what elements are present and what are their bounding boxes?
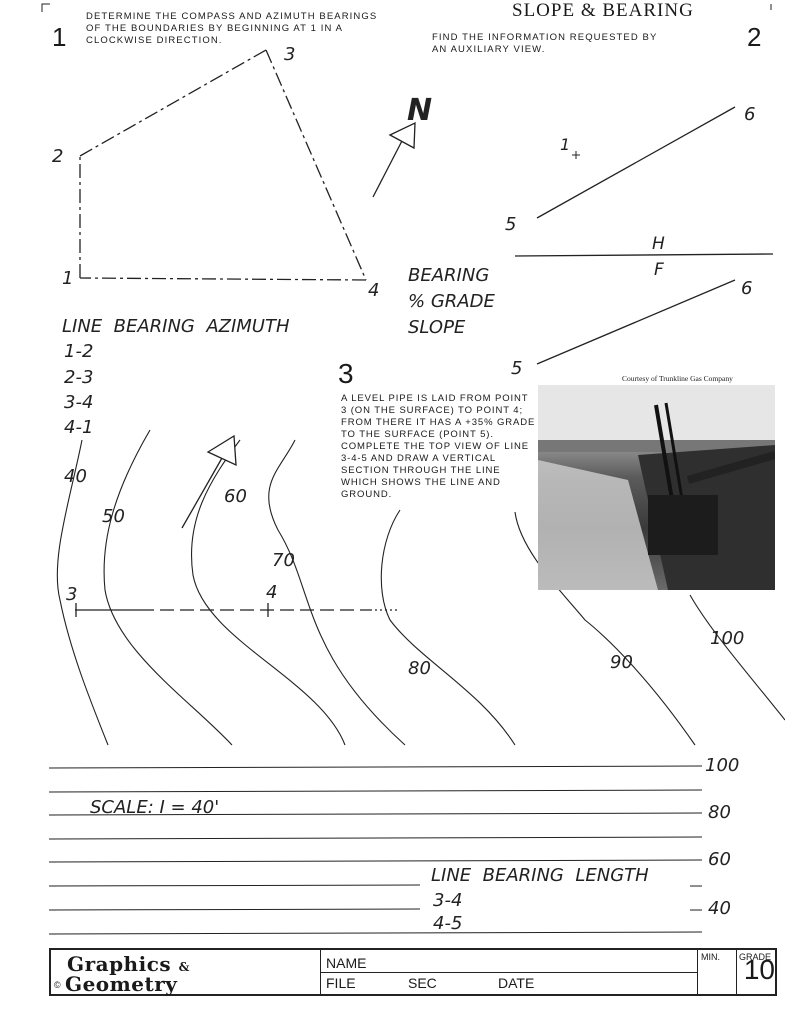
pipe-line xyxy=(75,603,400,617)
logo-graphics: Graphics & xyxy=(67,952,190,976)
boundary-polygon xyxy=(79,49,367,281)
label-bearing: BEARING xyxy=(408,265,490,286)
section-lines xyxy=(48,765,703,935)
elevation-40: 40 xyxy=(708,898,731,919)
contour-lines xyxy=(56,429,785,746)
photo-credit: Courtesy of Trunkline Gas Company xyxy=(622,374,733,383)
contour-label-60: 60 xyxy=(224,486,247,507)
point-label-1-p2: 1 xyxy=(560,135,571,154)
contour-label-80: 80 xyxy=(408,658,431,679)
fold-line-h: H xyxy=(652,234,665,254)
min-label: MIN. xyxy=(701,952,720,962)
date-label: DATE xyxy=(498,975,535,991)
file-field[interactable] xyxy=(367,974,405,990)
contour-label-100: 100 xyxy=(710,628,745,649)
sec-field[interactable] xyxy=(445,974,495,990)
pipe-point-3: 3 xyxy=(66,584,78,605)
point-label-6-front: 6 xyxy=(741,278,753,299)
problem-1-instructions: DETERMINE THE COMPASS AND AZIMUTH BEARIN… xyxy=(86,11,378,46)
logo-geometry: Geometry xyxy=(65,972,178,996)
length-row-4-5: 4-5 xyxy=(433,913,463,934)
sheet-number: 10 xyxy=(743,954,775,985)
name-label: NAME xyxy=(326,955,367,971)
label-slope: SLOPE xyxy=(408,317,466,338)
problem2-lines xyxy=(514,106,774,365)
point-label-5-top: 5 xyxy=(505,214,517,235)
label-grade: % GRADE xyxy=(408,291,495,312)
logo-ampersand: & xyxy=(178,960,190,974)
north-letter: N xyxy=(407,93,432,128)
north-arrow xyxy=(372,121,416,198)
name-field[interactable] xyxy=(381,953,691,969)
bearing-row-2-3: 2-3 xyxy=(64,367,94,388)
logo-word-graphics: Graphics xyxy=(67,952,172,976)
point-label-5-front: 5 xyxy=(511,358,523,379)
problem-1-number: 1 xyxy=(52,22,67,52)
bearing-row-4-1: 4-1 xyxy=(64,417,94,438)
point-label-2: 2 xyxy=(52,146,64,167)
length-table-heading: LINE BEARING LENGTH xyxy=(431,865,649,886)
elevation-60: 60 xyxy=(708,849,731,870)
scale-note: SCALE: I = 40' xyxy=(90,797,220,818)
contour-label-40: 40 xyxy=(64,466,87,487)
copyright-mark: © xyxy=(54,980,61,990)
bearing-row-1-2: 1-2 xyxy=(64,341,94,362)
point-label-6-top: 6 xyxy=(744,104,756,125)
bearing-table-heading: LINE BEARING AZIMUTH xyxy=(62,316,290,337)
problem-2-number: 2 xyxy=(747,22,762,52)
pipeline-photo xyxy=(538,385,775,590)
fold-line-f: F xyxy=(654,260,664,280)
slope-arrow xyxy=(181,434,237,529)
date-field[interactable] xyxy=(543,974,693,990)
contour-label-90: 90 xyxy=(610,652,633,673)
page-title: SLOPE & BEARING xyxy=(512,0,694,21)
corner-mark xyxy=(41,3,50,12)
grade-label: GRADE xyxy=(739,952,772,962)
problem-3-instructions: A LEVEL PIPE IS LAID FROM POINT 3 (ON TH… xyxy=(341,393,536,500)
pipe-point-4: 4 xyxy=(266,582,278,603)
point-label-3: 3 xyxy=(284,44,296,65)
point-1-cross xyxy=(572,151,580,159)
problem-2-instructions: FIND THE INFORMATION REQUESTED BY AN AUX… xyxy=(432,32,658,55)
sec-label: SEC xyxy=(408,975,437,991)
contour-label-70: 70 xyxy=(272,550,295,571)
contour-label-50: 50 xyxy=(102,506,125,527)
problem-3-number: 3 xyxy=(338,358,354,389)
bearing-row-3-4: 3-4 xyxy=(64,392,94,413)
file-label: FILE xyxy=(326,975,356,991)
title-block: Graphics & © Geometry NAME FILE SEC DATE… xyxy=(49,948,777,996)
elevation-100: 100 xyxy=(705,755,740,776)
elevation-80: 80 xyxy=(708,802,731,823)
point-label-4: 4 xyxy=(368,280,380,301)
length-row-3-4: 3-4 xyxy=(433,890,463,911)
point-label-1: 1 xyxy=(62,268,74,289)
